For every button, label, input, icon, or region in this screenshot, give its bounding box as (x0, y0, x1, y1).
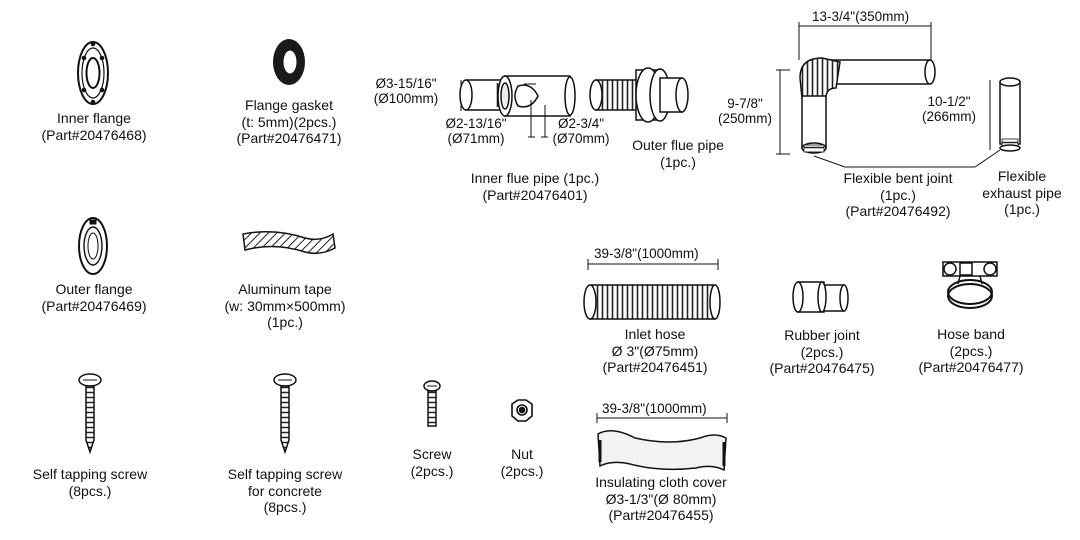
inner-flue-pipe-label: Inner flue pipe (1pc.) (Part#20476401) (450, 170, 620, 203)
flange-gasket-drawing (273, 39, 305, 85)
part-number: (Part#20476477) (918, 359, 1024, 375)
hose-band-drawing (942, 261, 998, 309)
outer-flange-drawing (78, 217, 108, 275)
part-qty: (1pc.) (267, 314, 303, 330)
part-qty: (2pcs.) (800, 343, 844, 360)
self-tapping-screw-concrete-label: Self tapping screw for concrete (8pcs.) (205, 466, 365, 516)
dim-line-1: Ø3-15/16" (375, 76, 437, 91)
part-name: Outer flue pipe (632, 137, 724, 153)
flange-gasket-label: Flange gasket (t: 5mm)(2pcs.) (Part#2047… (215, 97, 363, 147)
aluminum-tape-label: Aluminum tape (w: 30mm×500mm) (1pc.) (200, 281, 370, 331)
self-tapping-screw-label: Self tapping screw (8pcs.) (10, 466, 170, 499)
screw-drawing (423, 380, 441, 427)
part-name: Outer flange (55, 281, 133, 297)
part-qty: (1pc.) (660, 153, 696, 170)
aluminum-tape-drawing (242, 231, 336, 255)
part-qty: (8pcs.) (68, 482, 112, 499)
flexible-bent-joint-drawing (776, 22, 936, 155)
dim-line-1: Ø2-13/16" (445, 116, 507, 131)
outer-flange-label: Outer flange (Part#20476469) (20, 281, 168, 314)
inner-flange-label: Inner flange (Part#20476468) (20, 110, 168, 143)
part-qty: (2pcs.) (500, 462, 544, 479)
insulating-cloth-cover-drawing (596, 413, 728, 472)
cloth-cover-length-dim: 39-3/8"(1000mm) (602, 401, 707, 416)
part-name-line-2: for concrete (248, 482, 322, 499)
dim-line-2: (266mm) (921, 109, 976, 124)
self-tapping-screw-drawing (78, 373, 102, 455)
part-number: (Part#20476469) (41, 297, 147, 314)
part-number: (Part#20476471) (236, 130, 342, 146)
inner-flue-tip-dia-dim: Ø2-3/4" (Ø70mm) (541, 116, 621, 146)
flexible-exhaust-pipe-label: Flexible exhaust pipe (1pc.) (972, 168, 1072, 218)
inlet-hose-drawing (583, 259, 721, 320)
rubber-joint-label: Rubber joint (2pcs.) (Part#20476475) (757, 327, 887, 377)
outer-flue-pipe-label: Outer flue pipe (1pc.) (618, 137, 738, 170)
bent-joint-pointer (813, 149, 1001, 168)
dim-line-2: (Ø70mm) (552, 131, 610, 146)
part-name: Self tapping screw (32, 466, 148, 482)
part-qty: (8pcs.) (263, 499, 307, 515)
part-number: (Part#20476475) (769, 360, 875, 376)
dim-line-2: (Ø71mm) (447, 131, 505, 146)
part-name: Nut (511, 446, 533, 462)
inner-flue-outer-dia-dim: Ø3-15/16" (Ø100mm) (352, 76, 460, 106)
part-qty: (2pcs.) (410, 462, 454, 479)
part-name: Insulating cloth cover (595, 474, 727, 490)
self-tapping-screw-concrete-drawing (273, 373, 297, 455)
part-name: Flexible bent joint (843, 170, 953, 186)
part-number: (Part#20476451) (602, 359, 708, 375)
part-name: Hose band (937, 326, 1005, 342)
part-name: Aluminum tape (238, 281, 332, 297)
part-name: Inner flue pipe (1pc.) (470, 170, 600, 186)
nut-drawing (511, 399, 533, 422)
dim-line-1: 10-1/2" (927, 94, 971, 109)
inner-flue-pipe-drawing (459, 75, 576, 138)
part-name: Inner flange (57, 110, 131, 126)
part-name: Inlet hose (624, 326, 686, 342)
dim-line-2: (250mm) (717, 111, 772, 126)
insulating-cloth-cover-label: Insulating cloth cover Ø3-1/3"(Ø 80mm) (… (576, 474, 746, 524)
screw-label: Screw (2pcs.) (392, 446, 472, 479)
part-name: Rubber joint (784, 327, 860, 343)
part-spec: Ø3-1/3"(Ø 80mm) (605, 490, 717, 507)
bent-joint-length-dim: 13-3/4"(350mm) (812, 9, 910, 24)
inner-flue-inner-dia-dim: Ø2-13/16" (Ø71mm) (423, 116, 529, 146)
inlet-hose-label: Inlet hose Ø 3"(Ø75mm) (Part#20476451) (580, 326, 730, 376)
exhaust-pipe-height-dim: 10-1/2" (266mm) (910, 94, 988, 124)
dim-line-1: Ø2-3/4" (557, 116, 605, 131)
part-qty: (2pcs.) (949, 342, 993, 359)
part-name-line-1: Self tapping screw (227, 466, 343, 482)
part-number: (Part#20476492) (845, 203, 951, 219)
nut-label: Nut (2pcs.) (482, 446, 562, 479)
part-name-line-2: exhaust pipe (982, 184, 1062, 201)
inner-flange-drawing (77, 41, 109, 105)
part-number: (Part#20476455) (608, 507, 714, 523)
rubber-joint-drawing (792, 281, 849, 313)
flexible-exhaust-pipe-drawing (989, 77, 1021, 152)
outer-flue-pipe-drawing (589, 67, 689, 123)
part-number: (Part#20476401) (482, 186, 588, 203)
flexible-bent-joint-label: Flexible bent joint (1pc.) (Part#2047649… (818, 170, 978, 220)
part-name: Flange gasket (245, 97, 333, 113)
hose-band-label: Hose band (2pcs.) (Part#20476477) (903, 326, 1039, 376)
dim-line-2: (Ø100mm) (373, 91, 439, 106)
part-name-line-1: Flexible (997, 168, 1047, 184)
part-name: Screw (412, 446, 452, 462)
inlet-hose-length-dim: 39-3/8"(1000mm) (594, 246, 699, 261)
part-qty: (1pc.) (880, 186, 916, 203)
bent-joint-height-dim: 9-7/8" (250mm) (710, 96, 780, 126)
part-spec: (t: 5mm)(2pcs.) (241, 113, 337, 130)
part-spec: Ø 3"(Ø75mm) (611, 342, 699, 359)
dim-line-1: 9-7/8" (727, 96, 763, 111)
part-number: (Part#20476468) (41, 126, 147, 143)
part-spec: (w: 30mm×500mm) (224, 297, 346, 314)
part-qty: (1pc.) (1004, 201, 1040, 217)
